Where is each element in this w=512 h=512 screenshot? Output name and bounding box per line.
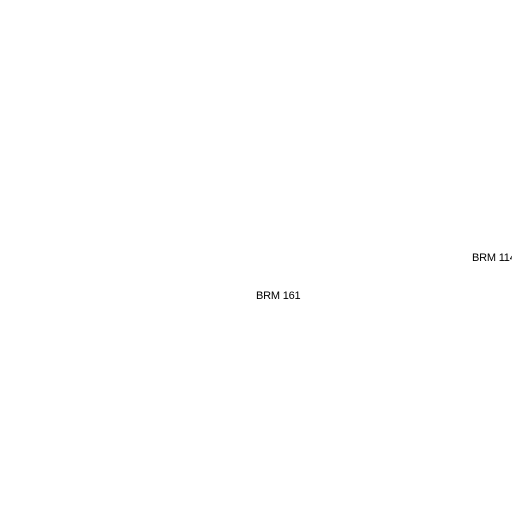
map-label-brm-161: BRM 161 — [256, 290, 301, 302]
map-label-brm-114: BRM 114 — [472, 252, 512, 264]
